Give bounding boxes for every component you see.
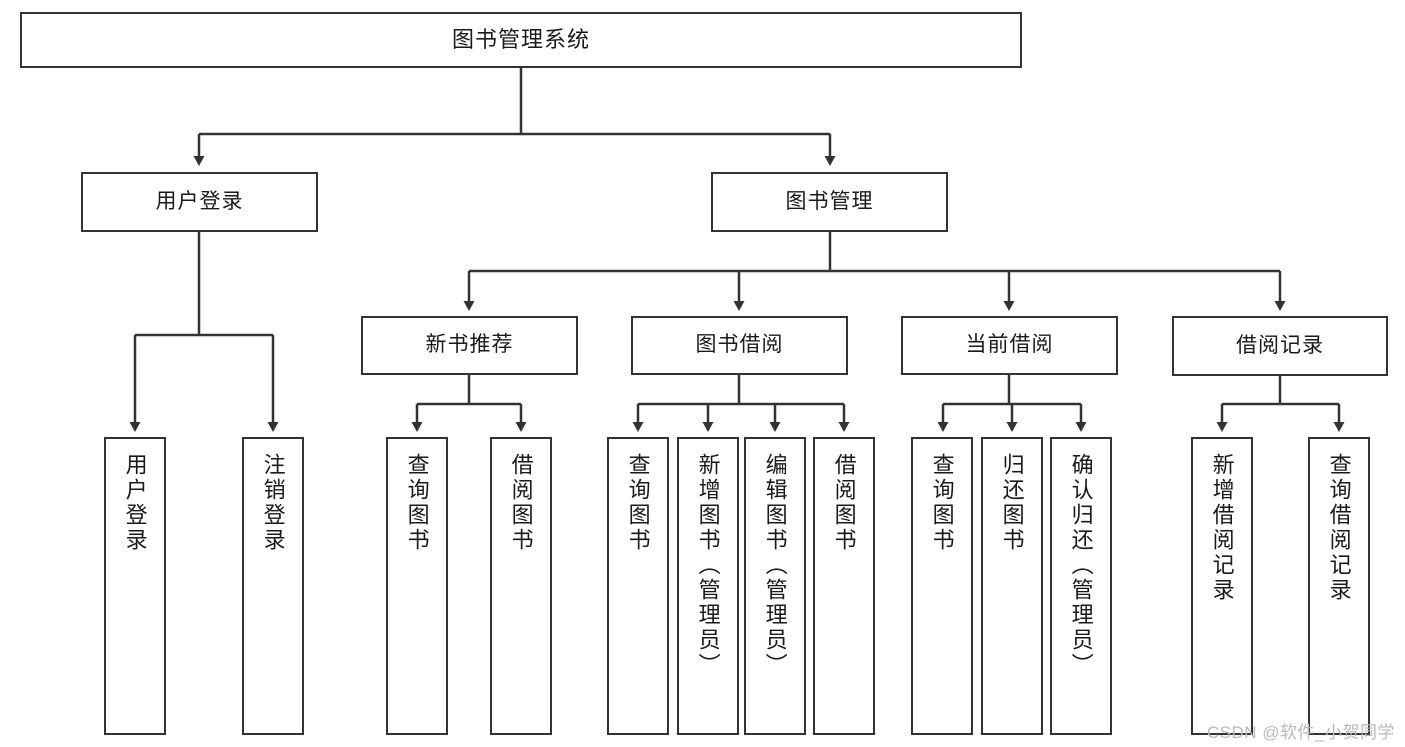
leaf-query-book-2[interactable]: 查询图书 [607, 437, 669, 735]
node-current-borrow-label: 当前借阅 [965, 333, 1054, 357]
leaf-borrow-book-2-label: 借阅图书 [831, 453, 857, 553]
node-current-borrow[interactable]: 当前借阅 [901, 316, 1118, 375]
node-user-login-label: 用户登录 [155, 189, 244, 213]
leaf-add-book[interactable]: 新增图书（管理员） [677, 437, 739, 735]
node-new-book-rec[interactable]: 新书推荐 [361, 316, 578, 375]
leaf-query-book-1[interactable]: 查询图书 [386, 437, 448, 735]
leaf-return-book-label: 归还图书 [999, 453, 1025, 553]
leaf-add-book-label: 新增图书（管理员） [695, 453, 721, 678]
node-borrow-record[interactable]: 借阅记录 [1172, 316, 1388, 376]
leaf-query-book-2-label: 查询图书 [625, 453, 651, 553]
leaf-user-login-label: 用户登录 [122, 453, 148, 553]
leaf-edit-book[interactable]: 编辑图书（管理员） [744, 437, 806, 735]
leaf-query-book-3-label: 查询图书 [929, 453, 955, 553]
leaf-edit-book-label: 编辑图书（管理员） [762, 453, 788, 678]
leaf-user-login[interactable]: 用户登录 [104, 437, 166, 735]
node-borrow-record-label: 借阅记录 [1236, 333, 1324, 357]
leaf-query-record-label: 查询借阅记录 [1326, 453, 1352, 603]
leaf-borrow-book-1[interactable]: 借阅图书 [490, 437, 552, 735]
leaf-query-book-1-label: 查询图书 [404, 453, 430, 553]
leaf-add-record[interactable]: 新增借阅记录 [1191, 437, 1253, 735]
node-root[interactable]: 图书管理系统 [20, 12, 1022, 68]
node-new-book-rec-label: 新书推荐 [425, 333, 514, 357]
leaf-logout-label: 注销登录 [260, 453, 286, 553]
node-root-label: 图书管理系统 [451, 27, 590, 53]
node-book-manage[interactable]: 图书管理 [711, 172, 948, 232]
leaf-confirm-return[interactable]: 确认归还（管理员） [1050, 437, 1112, 735]
leaf-return-book[interactable]: 归还图书 [981, 437, 1043, 735]
leaf-query-record[interactable]: 查询借阅记录 [1308, 437, 1370, 735]
leaf-confirm-return-label: 确认归还（管理员） [1068, 453, 1094, 678]
leaf-add-record-label: 新增借阅记录 [1209, 453, 1235, 603]
leaf-borrow-book-1-label: 借阅图书 [508, 453, 534, 553]
node-user-login[interactable]: 用户登录 [81, 172, 318, 232]
leaf-query-book-3[interactable]: 查询图书 [911, 437, 973, 735]
leaf-borrow-book-2[interactable]: 借阅图书 [813, 437, 875, 735]
node-book-borrow[interactable]: 图书借阅 [631, 316, 848, 375]
node-book-manage-label: 图书管理 [785, 189, 874, 213]
node-book-borrow-label: 图书借阅 [695, 333, 784, 357]
leaf-logout[interactable]: 注销登录 [242, 437, 304, 735]
